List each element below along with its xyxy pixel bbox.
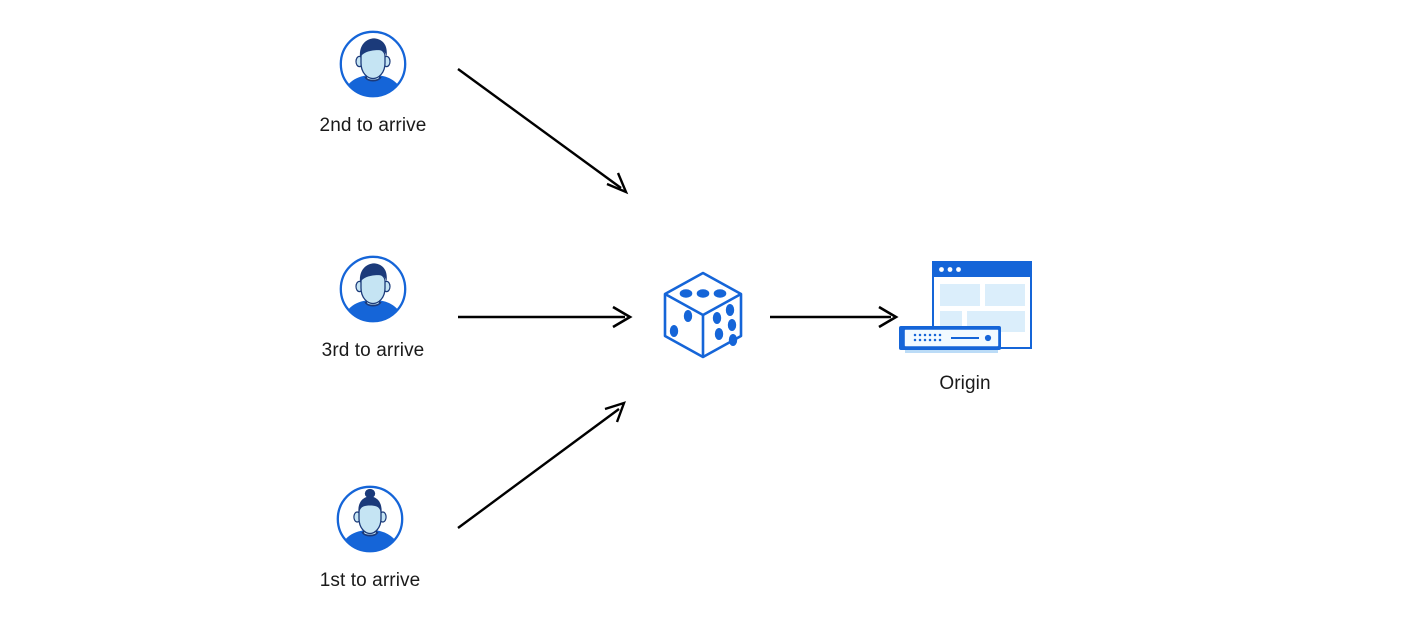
node-label-visitor-1st: 1st to arrive xyxy=(319,570,421,591)
user-avatar-icon xyxy=(337,253,409,325)
node-visitor-2nd[interactable]: 2nd to arrive xyxy=(297,28,449,138)
user-avatar-icon xyxy=(337,28,409,100)
dice-right-pips xyxy=(712,304,738,346)
arrow-dice-to-origin xyxy=(770,305,899,329)
node-label-visitor-3rd: 3rd to arrive xyxy=(321,340,425,361)
origin-server-icon xyxy=(895,258,1035,358)
dice-top-pips xyxy=(679,289,727,298)
node-origin[interactable]: Origin xyxy=(895,258,1035,396)
node-label-visitor-2nd: 2nd to arrive xyxy=(319,115,427,136)
user-avatar-icon xyxy=(334,483,406,555)
node-visitor-3rd[interactable]: 3rd to arrive xyxy=(297,253,449,363)
dice-left-pips xyxy=(669,310,693,337)
node-randomizer[interactable] xyxy=(655,267,751,363)
arrow-3rd-to-dice xyxy=(458,305,633,329)
arrow-1st-to-dice xyxy=(457,401,626,529)
node-visitor-1st[interactable]: 1st to arrive xyxy=(294,483,446,593)
node-label-origin: Origin xyxy=(939,373,991,394)
arrow-2nd-to-dice xyxy=(457,68,629,195)
router-device-icon xyxy=(899,326,1001,353)
dice-icon xyxy=(657,267,749,363)
